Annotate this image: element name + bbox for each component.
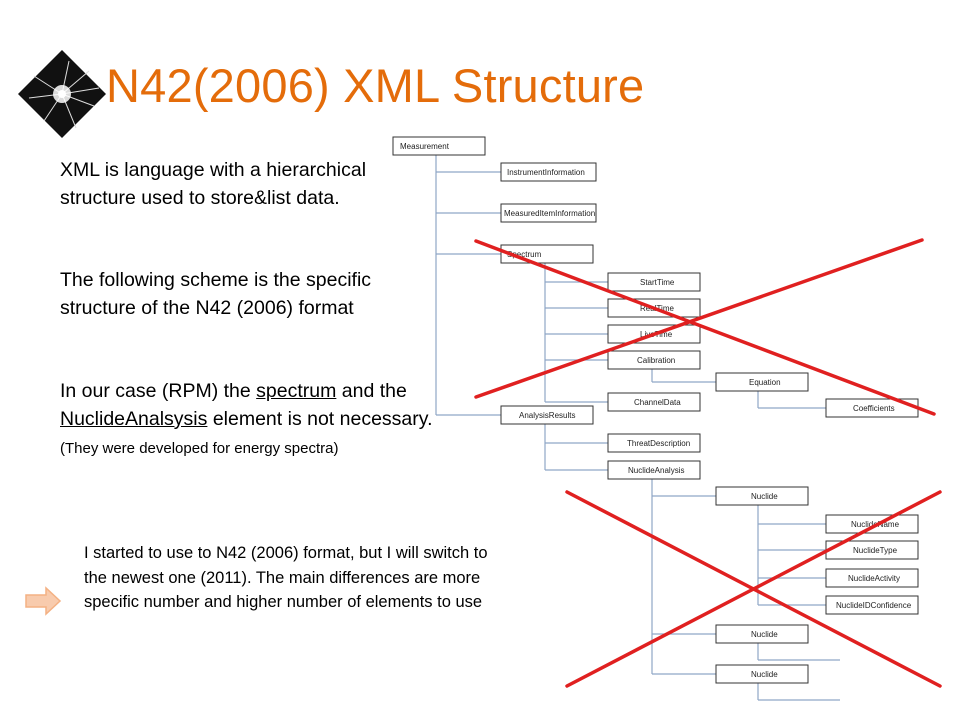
rpm-text-post: element is not necessary. <box>207 408 433 430</box>
cross-line-nuclide-a <box>565 490 942 688</box>
node-measured-item-information <box>500 203 597 223</box>
paragraph-xml-intro: XML is language with a hierarchical stru… <box>60 159 367 209</box>
node-instrument-information <box>500 162 597 182</box>
node-spectrum <box>500 244 594 264</box>
node-label-real-time: RealTime <box>640 304 674 313</box>
node-real-time <box>607 298 701 318</box>
spark-diamond-logo <box>18 50 106 138</box>
node-label-nuclide-1: Nuclide <box>751 492 778 501</box>
node-calibration <box>607 350 701 370</box>
node-label-measurement: Measurement <box>400 142 450 151</box>
node-label-channel-data: ChannelData <box>634 398 681 407</box>
node-start-time <box>607 272 701 292</box>
node-label-start-time: StartTime <box>640 278 675 287</box>
energy-spectra-note: (They were developed for energy spectra) <box>60 440 339 457</box>
node-label-nuclide-analysis: NuclideAnalysis <box>628 466 684 475</box>
node-label-live-time: LiveTime <box>640 330 673 339</box>
node-label-analysis-results: AnalysisResults <box>519 411 575 420</box>
node-nuclide-id-confidence <box>825 595 919 615</box>
node-measurement <box>392 136 486 156</box>
node-label-nuclide-activity: NuclideActivity <box>848 574 900 583</box>
cross-line-spectrum-a <box>474 239 936 416</box>
rpm-text-pre: In our case (RPM) the <box>60 380 257 402</box>
node-nuclide-activity <box>825 568 919 588</box>
node-label-nuclide-type: NuclideType <box>853 546 898 555</box>
node-analysis-results <box>500 405 594 425</box>
node-label-equation: Equation <box>749 378 781 387</box>
right-arrow-icon <box>25 586 62 616</box>
node-label-coefficients: Coefficients <box>853 404 895 413</box>
node-label-nuclide-3: Nuclide <box>751 670 778 679</box>
cross-line-spectrum-b <box>474 238 924 399</box>
node-label-instrument-information: InstrumentInformation <box>507 168 585 177</box>
node-label-nuclide-name: NuclideName <box>851 520 900 529</box>
node-live-time <box>607 324 701 344</box>
paragraph-n42-scheme: The following scheme is the specific str… <box>60 269 372 319</box>
node-nuclide-2 <box>715 624 809 644</box>
slide-title: N42(2006) XML Structure <box>106 59 645 112</box>
node-channel-data <box>607 392 701 412</box>
node-coefficients <box>825 398 919 418</box>
node-equation <box>715 372 809 392</box>
node-label-nuclide-2: Nuclide <box>751 630 778 639</box>
node-label-spectrum: Spectrum <box>507 250 542 259</box>
rpm-text-mid: and the <box>336 380 407 402</box>
cross-line-nuclide-b <box>565 490 942 688</box>
node-threat-description <box>607 433 701 453</box>
node-nuclide-1 <box>715 486 809 506</box>
node-label-calibration: Calibration <box>637 356 675 365</box>
node-nuclide-type <box>825 540 919 560</box>
node-nuclide-3 <box>715 664 809 684</box>
node-nuclide-name <box>825 514 919 534</box>
node-label-threat-description: ThreatDescription <box>627 439 690 448</box>
node-label-measured-item-information: MeasuredItemInformation <box>504 209 595 218</box>
node-label-nuclide-id-confidence: NuclideIDConfidence <box>836 601 912 610</box>
paragraph-rpm-case: In our case (RPM) the spectrum and the N… <box>60 377 440 463</box>
nuclide-analysis-link: NuclideAnalsysis <box>60 408 208 430</box>
node-nuclide-analysis <box>607 460 701 480</box>
format-note: I started to use to N42 (2006) format, b… <box>84 544 488 611</box>
spectrum-link: spectrum <box>256 380 337 402</box>
